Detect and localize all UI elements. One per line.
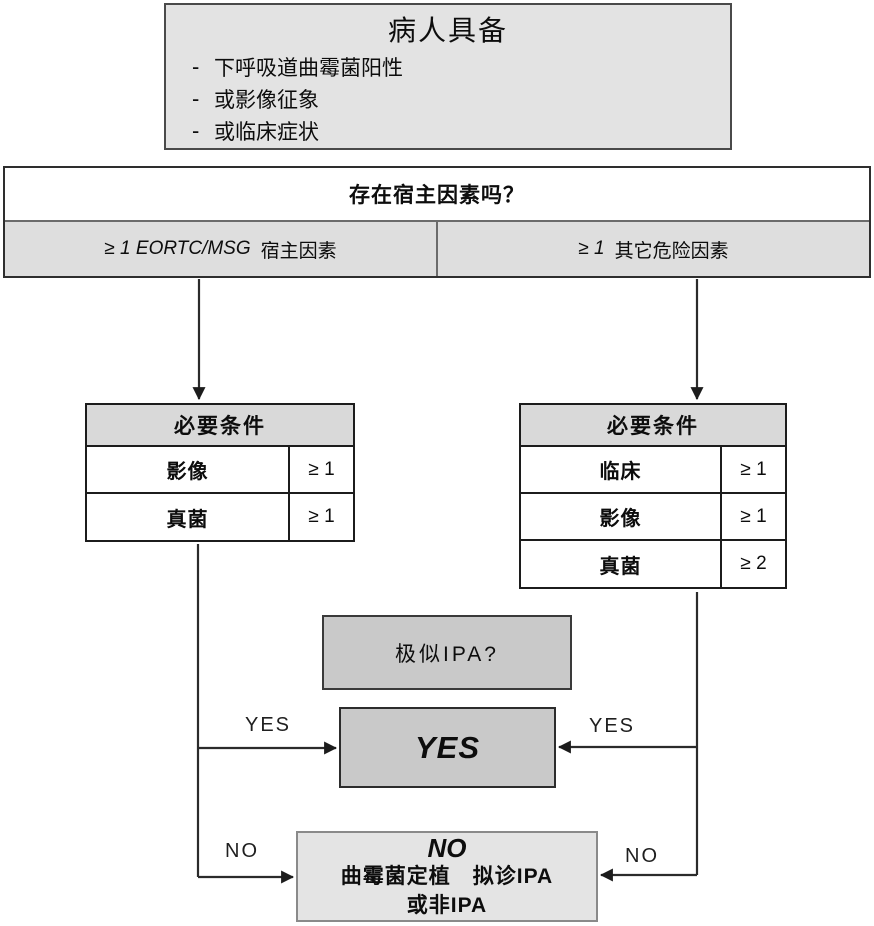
table-header: 必要条件: [521, 405, 785, 447]
row-value: ≥ 1: [308, 458, 335, 480]
table-row: 真菌 ≥ 1: [87, 494, 353, 540]
bullet-text: 或临床症状: [214, 121, 319, 144]
row-label: 真菌: [521, 541, 722, 587]
bullet-item: - 或临床症状: [192, 117, 730, 149]
bullet-dash: -: [192, 86, 200, 111]
row-value: ≥ 2: [740, 553, 767, 574]
row-label: 影像: [87, 447, 290, 492]
table-row: 真菌 ≥ 2: [521, 541, 785, 587]
host-factor-question: 存在宿主因素吗？: [349, 184, 525, 207]
bullet-dash: -: [192, 118, 200, 143]
row-label: 真菌: [87, 494, 290, 540]
right-criteria-table: 必要条件 临床 ≥ 1 影像 ≥ 1 真菌 ≥ 2: [519, 403, 787, 589]
yes-edge-label-right: YES: [588, 715, 636, 737]
bullet-dash: -: [192, 54, 200, 79]
no-result-title: NO: [427, 832, 467, 863]
yes-result-box: YES: [339, 707, 556, 788]
bullet-text: 下呼吸道曲霉菌阳性: [214, 57, 403, 80]
option-label: 宿主因素: [260, 240, 337, 262]
table-row: 影像 ≥ 1: [521, 494, 785, 541]
row-label: 临床: [521, 447, 722, 492]
host-factor-option-other-risk: ≥ 1 其它危险因素: [438, 222, 869, 276]
no-edge-label-right: NO: [625, 845, 659, 867]
no-result-box: NO 曲霉菌定植 拟诊IPA 或非IPA: [296, 831, 598, 922]
option-criteria: ≥ 1 EORTC/MSG: [104, 238, 251, 259]
no-result-line2: 或非IPA: [406, 893, 488, 917]
host-factor-box: 存在宿主因素吗？ ≥ 1 EORTC/MSG 宿主因素 ≥ 1 其它危险因素: [3, 166, 871, 278]
bullet-text: 或影像征象: [214, 89, 319, 112]
bullet-item: - 或影像征象: [192, 85, 730, 117]
row-value: ≥ 1: [308, 506, 335, 527]
table-row: 临床 ≥ 1: [521, 447, 785, 494]
patient-criteria-box: 病人具备 - 下呼吸道曲霉菌阳性 - 或影像征象 - 或临床症状: [164, 3, 732, 150]
row-label: 影像: [521, 494, 722, 539]
row-value: ≥ 1: [740, 505, 767, 527]
table-row: 影像 ≥ 1: [87, 447, 353, 494]
likely-ipa-question-box: 极似IPA?: [322, 615, 572, 690]
left-criteria-table: 必要条件 影像 ≥ 1 真菌 ≥ 1: [85, 403, 355, 542]
no-result-line1: 曲霉菌定植 拟诊IPA: [340, 864, 554, 888]
patient-bullet-list: - 下呼吸道曲霉菌阳性 - 或影像征象 - 或临床症状: [166, 53, 730, 149]
option-label: 其它危险因素: [614, 240, 729, 262]
option-criteria: ≥ 1: [578, 238, 605, 259]
bullet-item: - 下呼吸道曲霉菌阳性: [192, 53, 730, 85]
row-value: ≥ 1: [740, 458, 767, 480]
host-factor-option-eortc: ≥ 1 EORTC/MSG 宿主因素: [5, 222, 438, 276]
no-edge-label-left: NO: [225, 840, 259, 862]
yes-edge-label-left: YES: [244, 714, 292, 736]
table-header: 必要条件: [87, 405, 353, 447]
patient-box-title: 病人具备: [387, 15, 508, 46]
host-factor-options: ≥ 1 EORTC/MSG 宿主因素 ≥ 1 其它危险因素: [5, 220, 869, 276]
